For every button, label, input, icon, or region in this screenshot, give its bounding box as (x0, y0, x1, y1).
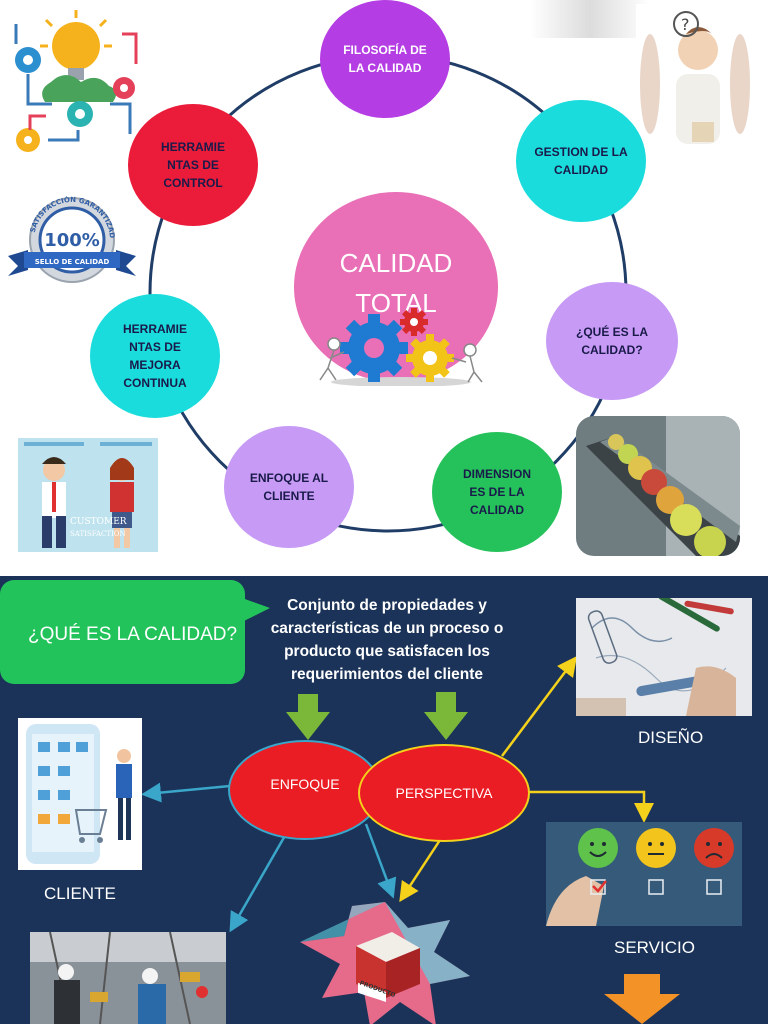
node-gestion: GESTION DE LA CALIDAD (516, 100, 646, 222)
callout-tail (242, 598, 270, 622)
customer-card-line2: SATISFACTION (70, 530, 126, 538)
perspectiva-ellipse: PERSPECTIVA (358, 744, 530, 842)
diseno-label: DISEÑO (638, 728, 704, 747)
svg-text:?: ? (681, 15, 690, 34)
online-shopping-illustration (18, 718, 142, 870)
que-es-la-calidad-section: ¿QUÉ ES LA CALIDAD? Conjunto de propieda… (0, 576, 768, 1024)
node-herramientas-mejora: HERRAMIE NTAS DE MEJORA CONTINUA (90, 294, 220, 418)
servicio-label: SERVICIO (614, 938, 695, 957)
service-rating-photo (546, 822, 742, 926)
node-dimensiones-label: DIMENSION ES DE LA CALIDAD (462, 467, 531, 517)
callout-text: ¿QUÉ ES LA CALIDAD? (28, 624, 238, 645)
node-herramientas-control: HERRAMIE NTAS DE CONTROL (128, 104, 258, 226)
calidad-total-diagram: ? SATISFACCIÓN GARANTIZADA 100% SELLO DE… (6, 0, 754, 556)
node-gestion-label: GESTION DE LA CALIDAD (534, 145, 628, 177)
lightbulb-gears-icon (14, 10, 138, 152)
node-dimensiones: DIMENSION ES DE LA CALIDAD (432, 432, 562, 552)
customer-card-line1: CUSTOMER (70, 517, 127, 527)
apples-conveyor-photo (576, 416, 740, 556)
gears-icon (319, 308, 483, 386)
definition-text: Conjunto de propiedades y característica… (270, 597, 504, 683)
node-filosofia: FILOSOFÍA DE LA CALIDAD (320, 0, 450, 118)
node-filosofia-label: FILOSOFÍA DE LA CALIDAD (343, 43, 427, 75)
callout-que-es-la-calidad: ¿QUÉ ES LA CALIDAD? (0, 580, 245, 684)
center-title-line1: CALIDAD (339, 248, 453, 278)
factory-workers-photo (30, 932, 226, 1024)
quality-seal-badge: SATISFACCIÓN GARANTIZADA 100% SELLO DE C… (6, 196, 136, 283)
badge-percent: 100% (44, 230, 100, 251)
perspectiva-label: PERSPECTIVA (395, 785, 493, 801)
node-que-es: ¿QUÉ ES LA CALIDAD? (546, 282, 678, 400)
cliente-label: CLIENTE (44, 884, 116, 903)
product-star-icon: PRODUCTO (300, 902, 470, 1024)
enfoque-label: ENFOQUE (270, 776, 340, 792)
badge-ribbon-text: SELLO DE CALIDAD (35, 258, 110, 266)
thinking-person-image: ? (636, 4, 754, 164)
customer-satisfaction-card: CUSTOMER SATISFACTION (14, 434, 162, 556)
node-que-es-label: ¿QUÉ ES LA CALIDAD? (575, 325, 648, 357)
enfoque-ellipse: ENFOQUE (228, 740, 382, 840)
design-sketch-photo (576, 598, 752, 716)
blurred-image (530, 0, 650, 38)
node-herramientas-mejora-label: HERRAMIE NTAS DE MEJORA CONTINUA (122, 322, 187, 390)
node-enfoque-cliente: ENFOQUE AL CLIENTE (224, 426, 354, 548)
node-herramientas-control-label: HERRAMIE NTAS DE CONTROL (160, 140, 225, 190)
node-enfoque-cliente-label: ENFOQUE AL CLIENTE (249, 471, 329, 503)
